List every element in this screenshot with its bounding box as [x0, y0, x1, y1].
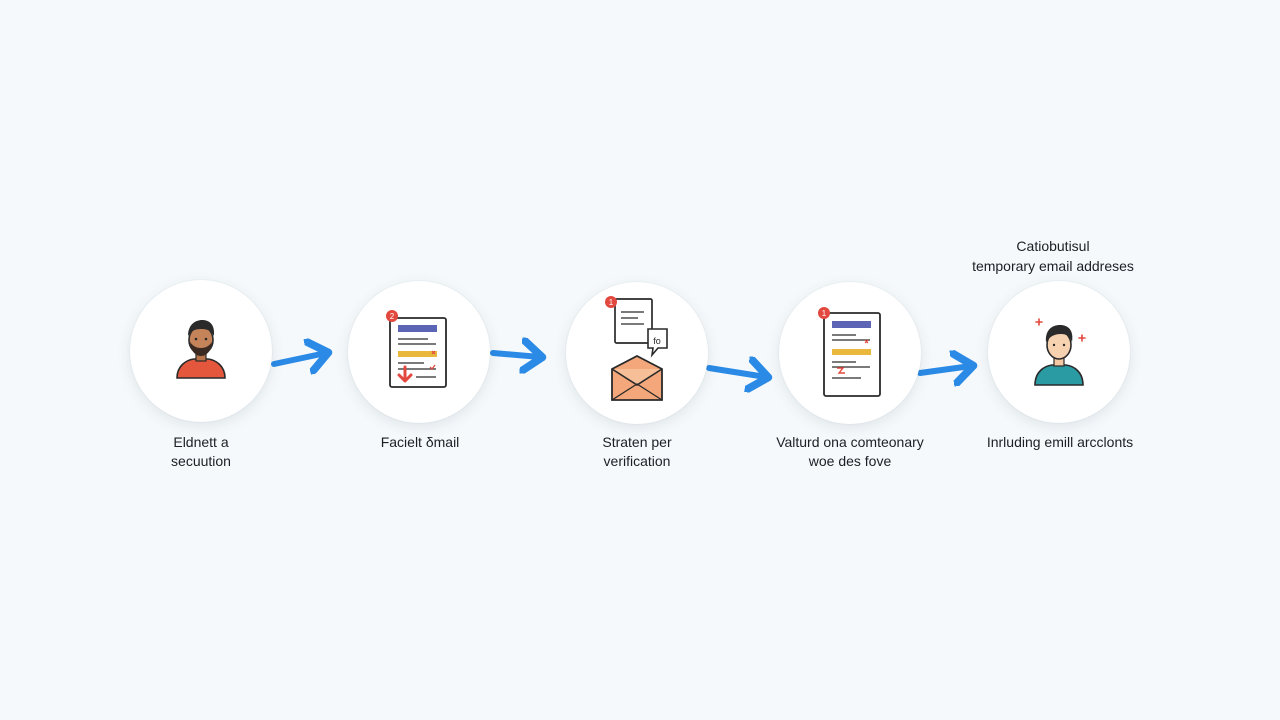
step-1-label-line-2: secuution: [171, 453, 231, 469]
step-4-label-line-1: Valturd ona comteonary: [776, 434, 924, 450]
step-4-circle: 1: [779, 282, 921, 424]
svg-text:fo: fo: [653, 336, 661, 346]
step-3-label: Straten per verification: [537, 433, 737, 471]
step-2-label-line-1: Facielt δmail: [380, 434, 460, 450]
notification-badge: [386, 310, 398, 322]
envelope-message-icon: fo 1: [605, 296, 668, 401]
notification-badge: [818, 307, 830, 319]
top-annotation-line-1: Catiobutisul: [1016, 238, 1090, 254]
arrow-4: [917, 366, 971, 373]
step-2-label: Facielt δmail: [320, 433, 520, 452]
svg-text:2: 2: [390, 312, 395, 321]
step-5-label-line-1: Inrluding emill arcclonts: [986, 434, 1134, 450]
step-1-label-line-1: Eldnett a: [173, 434, 229, 450]
step-3-label-line-2: verification: [603, 453, 671, 469]
verified-user-icon: [1034, 318, 1086, 386]
document-form-icon: 1: [818, 307, 881, 397]
notification-badge: [605, 296, 617, 308]
step-5-circle: [988, 281, 1130, 423]
step-1-label: Eldnett a secuution: [101, 433, 301, 471]
step-1-circle: [130, 280, 272, 422]
user-icon: [176, 320, 226, 379]
step-3-circle: fo 1: [566, 282, 708, 424]
arrow-3: [706, 368, 766, 377]
top-annotation-line-2: temporary email addreses: [972, 258, 1134, 274]
arrow-2: [490, 353, 540, 357]
step-5-label: Inrluding emill arcclonts: [960, 433, 1160, 452]
step-4-label: Valturd ona comteonary woe des fove: [750, 433, 950, 471]
step-2-circle: 2: [348, 281, 490, 423]
step-4-label-line-2: woe des fove: [808, 453, 892, 469]
arrow-1: [271, 353, 326, 364]
top-annotation: Catiobutisul temporary email addreses: [953, 236, 1153, 276]
email-form-icon: 2: [386, 310, 447, 388]
step-3-label-line-1: Straten per: [602, 434, 672, 450]
svg-text:1: 1: [609, 298, 614, 307]
svg-text:1: 1: [822, 309, 827, 318]
